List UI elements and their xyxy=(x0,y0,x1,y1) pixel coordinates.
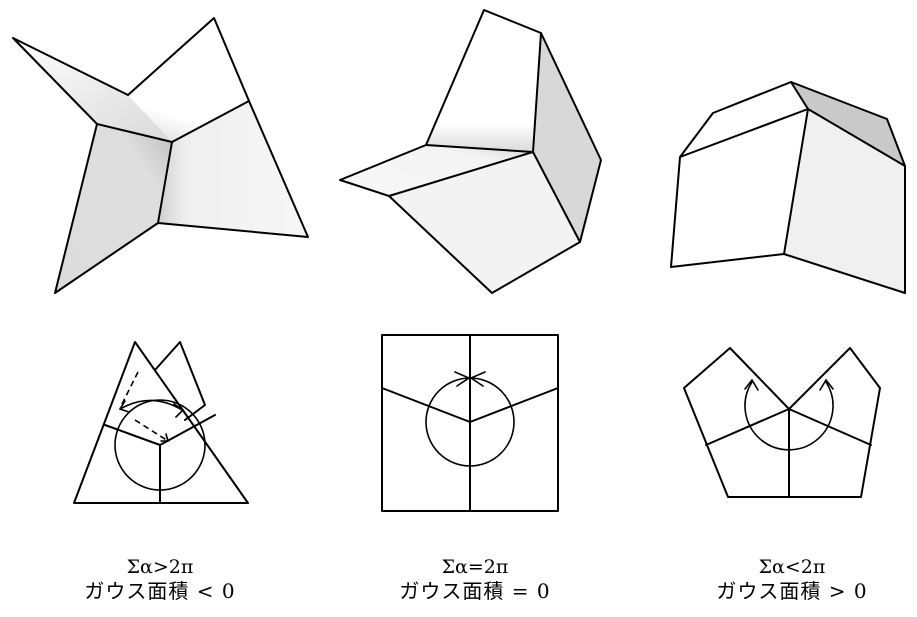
gauss-area-convex: ガウス面積 > 0 xyxy=(716,579,868,603)
fold-right-face xyxy=(533,33,601,242)
net2-arrow-right xyxy=(469,371,486,387)
net1-arc-arrow xyxy=(121,399,183,411)
flat-net xyxy=(381,334,559,512)
caption-saddle: Σα>2π ガウス面積 < 0 xyxy=(40,556,280,604)
caption-flat: Σα=2π ガウス面積 = 0 xyxy=(355,556,595,604)
saddle-left-wing-face xyxy=(13,38,172,142)
formula-convex: Σα<2π xyxy=(758,556,826,578)
saddle-polyhedron xyxy=(12,17,309,294)
saddle-right-face xyxy=(158,101,308,237)
gauss-area-flat: ガウス面積 = 0 xyxy=(399,579,551,603)
net2-arrow-left xyxy=(454,371,471,387)
saddle-top-face xyxy=(128,18,249,142)
caption-convex: Σα<2π ガウス面積 > 0 xyxy=(672,556,912,604)
gauss-area-saddle: ガウス面積 < 0 xyxy=(84,579,236,603)
formula-saddle: Σα>2π xyxy=(126,556,194,578)
saddle-left-face xyxy=(55,124,172,293)
net3-outline xyxy=(683,347,881,498)
folded-polyhedron xyxy=(339,9,602,294)
net1-circle xyxy=(114,399,206,491)
net3-arc xyxy=(744,381,834,451)
fold-wing-face xyxy=(340,145,533,196)
fold-top-face xyxy=(426,10,541,152)
net3-arrow-right xyxy=(819,378,834,391)
formula-flat: Σα=2π xyxy=(441,556,509,578)
net3-arrow-left xyxy=(744,378,759,391)
saddle-net xyxy=(73,341,249,504)
convex-top-face xyxy=(680,82,808,157)
convex-net xyxy=(683,347,881,498)
convex-polyhedron xyxy=(670,81,906,294)
convex-right-face xyxy=(784,109,905,293)
net1-extra-flap xyxy=(154,341,206,421)
fold-front-face xyxy=(389,152,580,293)
convex-top-right-face xyxy=(791,82,905,166)
